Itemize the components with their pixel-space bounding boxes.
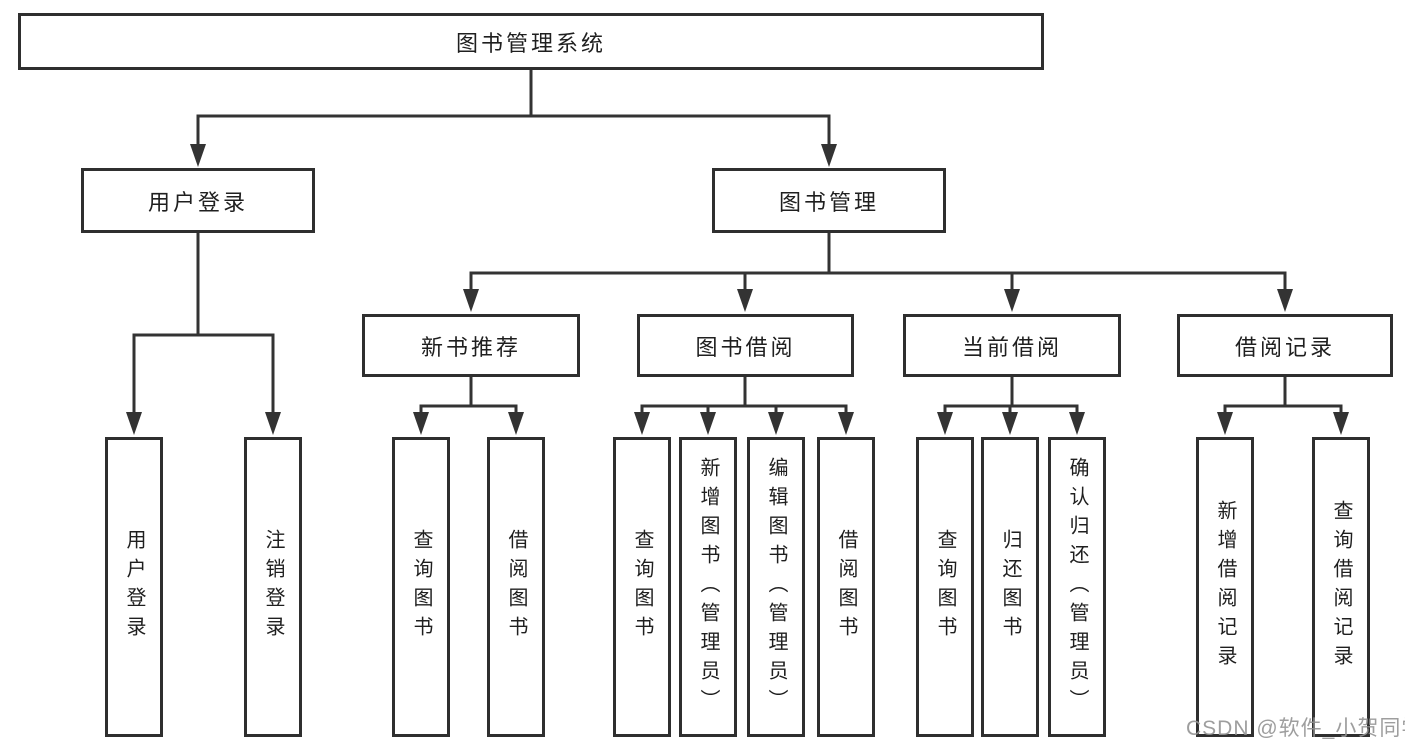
node-book-borrowing-label: 图书借阅 (695, 334, 796, 360)
node-book-management-label: 图书管理 (778, 189, 879, 215)
arrow-down-icon (838, 412, 854, 435)
node-new-book-recommend-label: 新书推荐 (420, 334, 521, 360)
leaf-borrow-edit-book-admin: 编辑图书（管理员） (747, 437, 805, 737)
edge-new-book-to-leaves (419, 375, 518, 414)
node-book-borrowing: 图书借阅 (637, 314, 854, 377)
arrow-down-icon (1002, 412, 1018, 435)
edge-root-to-branches (196, 68, 831, 147)
leaf-records-query-record-label: 查询借阅记录 (1330, 500, 1352, 674)
leaf-records-add-record: 新增借阅记录 (1196, 437, 1254, 737)
node-new-book-recommend: 新书推荐 (362, 314, 580, 377)
arrow-down-icon (508, 412, 524, 435)
node-user-login: 用户登录 (81, 168, 315, 233)
leaf-newbook-query-books: 查询图书 (392, 437, 450, 737)
edge-book-borrow-to-leaves (640, 375, 848, 414)
arrow-down-icon (1004, 289, 1020, 312)
leaf-borrow-add-book-admin: 新增图书（管理员） (679, 437, 737, 737)
node-root-label: 图书管理系统 (455, 30, 606, 56)
arrow-down-icon (700, 412, 716, 435)
csdn-watermark: CSDN @软件_小贺同学 (1186, 717, 1405, 740)
arrow-down-icon (1069, 412, 1085, 435)
arrow-down-icon (1277, 289, 1293, 312)
arrow-down-icon (821, 144, 837, 167)
node-current-borrowing: 当前借阅 (903, 314, 1121, 377)
leaf-records-query-record: 查询借阅记录 (1312, 437, 1370, 737)
leaf-newbook-borrow-books: 借阅图书 (487, 437, 545, 737)
node-borrowing-records-label: 借阅记录 (1234, 334, 1335, 360)
leaf-borrow-borrow-books: 借阅图书 (817, 437, 875, 737)
leaf-user-login-label: 用户登录 (123, 529, 145, 645)
arrow-down-icon (737, 289, 753, 312)
leaf-newbook-borrow-books-label: 借阅图书 (505, 529, 527, 645)
arrow-down-icon (768, 412, 784, 435)
arrow-down-icon (190, 144, 206, 167)
edge-user-login-to-leaves (132, 231, 275, 415)
leaf-newbook-query-books-label: 查询图书 (410, 529, 432, 645)
leaf-borrow-query-books: 查询图书 (613, 437, 671, 737)
node-root: 图书管理系统 (18, 13, 1044, 70)
leaf-user-login: 用户登录 (105, 437, 163, 737)
leaf-current-return-books-label: 归还图书 (999, 529, 1021, 645)
leaf-current-query-books-label: 查询图书 (934, 529, 956, 645)
node-current-borrowing-label: 当前借阅 (961, 334, 1062, 360)
leaf-current-confirm-return-admin: 确认归还（管理员） (1048, 437, 1106, 737)
leaf-current-confirm-return-admin-label: 确认归还（管理员） (1066, 456, 1088, 718)
arrow-down-icon (413, 412, 429, 435)
node-user-login-label: 用户登录 (147, 189, 248, 215)
node-book-management: 图书管理 (712, 168, 946, 233)
arrow-down-icon (265, 412, 281, 435)
leaf-current-return-books: 归还图书 (981, 437, 1039, 737)
node-borrowing-records: 借阅记录 (1177, 314, 1393, 377)
edge-current-borrow-to-leaves (943, 375, 1079, 414)
leaf-borrow-edit-book-admin-label: 编辑图书（管理员） (765, 456, 787, 718)
arrow-down-icon (634, 412, 650, 435)
arrow-down-icon (1333, 412, 1349, 435)
edge-borrow-records-to-leaves (1223, 375, 1343, 414)
arrow-down-icon (463, 289, 479, 312)
leaf-records-add-record-label: 新增借阅记录 (1214, 500, 1236, 674)
edge-book-mgmt-to-groups (469, 231, 1287, 293)
leaf-logout: 注销登录 (244, 437, 302, 737)
leaf-logout-label: 注销登录 (262, 529, 284, 645)
arrow-down-icon (937, 412, 953, 435)
leaf-borrow-borrow-books-label: 借阅图书 (835, 529, 857, 645)
arrow-down-icon (1217, 412, 1233, 435)
leaf-borrow-add-book-admin-label: 新增图书（管理员） (697, 456, 719, 718)
leaf-borrow-query-books-label: 查询图书 (631, 529, 653, 645)
arrow-down-icon (126, 412, 142, 435)
leaf-current-query-books: 查询图书 (916, 437, 974, 737)
